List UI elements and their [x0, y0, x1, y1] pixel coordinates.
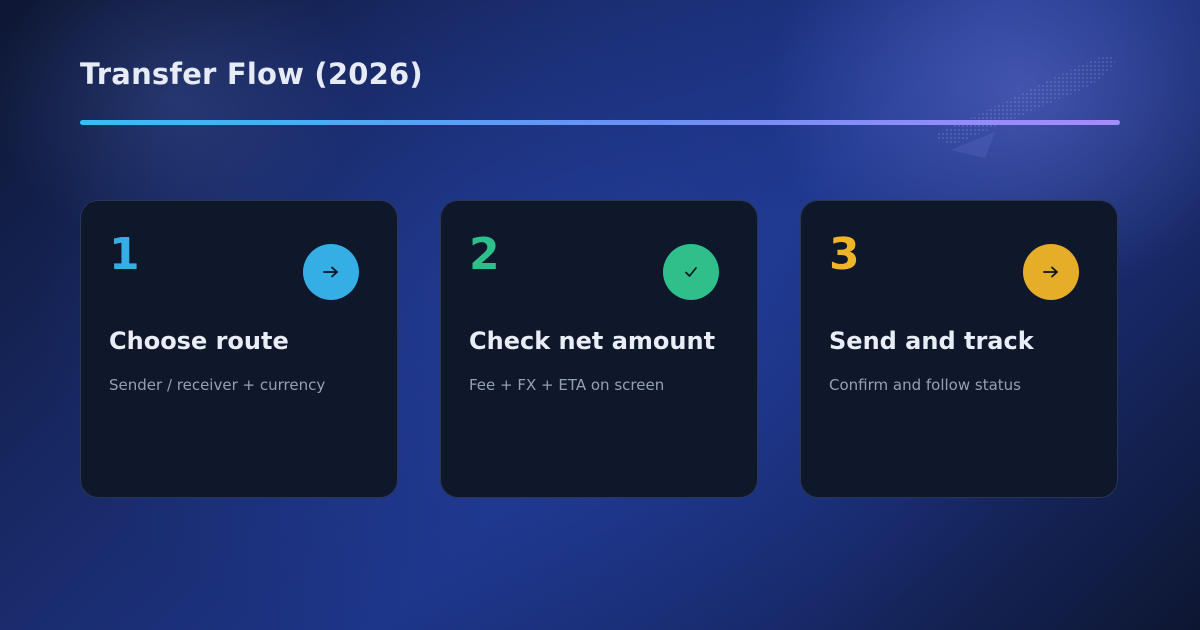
arrow-right-icon	[323, 266, 339, 278]
step-number: 1	[109, 229, 140, 280]
steps-row: 1 Choose route Sender / receiver + curre…	[80, 200, 1120, 500]
page-title: Transfer Flow (2026)	[80, 57, 423, 91]
step-description: Fee + FX + ETA on screen	[469, 376, 665, 394]
step-title: Check net amount	[469, 327, 716, 355]
arrow-right-icon	[1043, 266, 1059, 278]
step-title: Choose route	[109, 327, 289, 355]
step-description: Confirm and follow status	[829, 376, 1021, 394]
title-accent-line	[80, 120, 1120, 125]
step-3-badge	[1023, 244, 1079, 300]
step-number: 2	[469, 229, 500, 280]
step-description: Sender / receiver + currency	[109, 376, 326, 394]
step-2-badge	[663, 244, 719, 300]
step-card-1: 1 Choose route Sender / receiver + curre…	[80, 200, 398, 498]
step-title: Send and track	[829, 327, 1034, 355]
checkmark-icon	[684, 266, 698, 278]
step-card-2: 2 Check net amount Fee + FX + ETA on scr…	[440, 200, 758, 498]
step-card-3: 3 Send and track Confirm and follow stat…	[800, 200, 1118, 498]
step-number: 3	[829, 229, 860, 280]
step-1-badge	[303, 244, 359, 300]
decorative-plane-graphic	[935, 56, 1116, 158]
